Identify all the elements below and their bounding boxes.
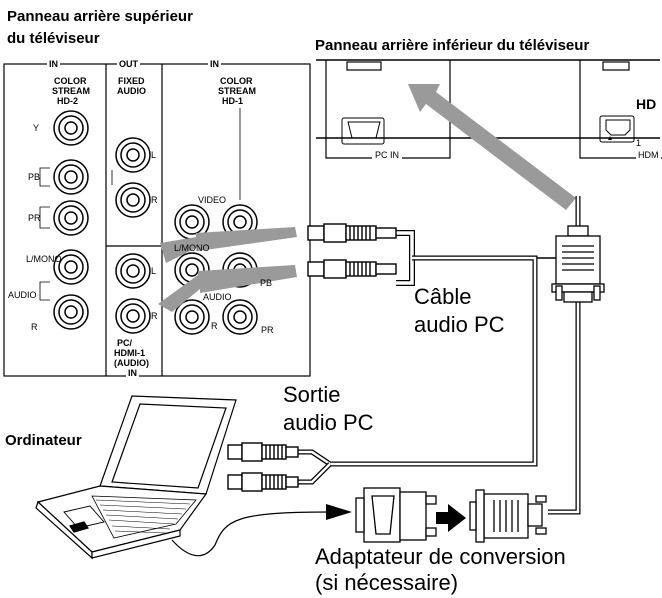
label-r-hd1: R [211,321,218,331]
label-pb: PB [28,172,41,182]
upper-panel-title-line1: Panneau arrière supérieur [7,8,193,25]
label-video: VIDEO [198,195,227,205]
hdmi-label: HDM [636,150,661,160]
conversion-adapter [355,487,437,543]
laptop-connection [171,511,331,557]
cs-hd1-l2: STREAM [218,86,256,96]
panel-in-right: IN [208,59,221,69]
cs-hd2-l1: COLOR [54,76,87,86]
label-fixed-l: L [151,150,157,160]
rca-jacks [53,110,258,335]
label-pr: PR [28,213,41,223]
jack-pr-hd2 [53,200,89,236]
jack-fixed-l [115,137,151,173]
audio-plugs-pc [227,442,299,492]
pc-hdmi-l2: HDMI-1 [114,348,145,358]
hdmi-port-number: 1 [636,138,642,148]
fixed-audio-l1: FIXED [118,76,145,86]
label-lmono: L/MONO [26,254,62,264]
cable-label-line2: audio PC [414,312,505,337]
jack-pc-l [115,253,151,289]
jack-lmono-hd2 [53,249,89,285]
label-pr-hd1: PR [261,325,274,335]
hdmi-logo: HD [636,96,657,112]
panel-brackets [39,108,241,301]
laptop [35,395,237,560]
cs-hd2-l3: HD-2 [57,96,79,106]
upper-panel-title-line2: du téléviseur [7,30,100,47]
arrow-to-adapter [326,504,352,520]
adapter-label-line1: Adaptateur de conversion [315,544,566,569]
pc-hdmi-l1: PC/ [117,338,133,348]
lower-panel-title: Panneau arrière inférieur du téléviseur [315,37,590,54]
jack-y [53,110,89,146]
vga-plug-vertical [551,225,605,303]
cs-hd2-l2: STREAM [52,86,90,96]
audio-out-label-line2: audio PC [283,410,374,435]
panel-in-left: IN [47,59,60,69]
audio-cable-tv [307,223,580,286]
label-pb-hd1: PB [260,278,273,288]
pc-in-label: PC IN [372,150,403,160]
label-lmono-hd1: L/MONO [174,243,210,253]
label-audio: AUDIO [8,290,37,300]
cable-label-line1: Câble [414,284,472,309]
computer-label: Ordinateur [5,432,82,449]
audio-out-label-line1: Sortie [283,382,341,407]
cs-hd1-l3: HD-1 [222,96,244,106]
arrow-adapter-to-vga [436,504,466,532]
pc-hdmi-l3: (AUDIO) [114,358,149,368]
label-r-hd2: R [31,322,38,332]
jack-r-hd1 [174,299,210,335]
jack-pc-r [115,298,151,334]
audio-cable-loop [296,255,538,485]
vga-plug-horizontal [469,489,547,543]
label-pc-r: R [151,311,158,321]
label-audio-hd1: AUDIO [203,292,232,302]
jack-fixed-r [115,182,151,218]
label-y: Y [33,123,40,133]
label-pc-l: L [151,266,157,276]
jack-r-hd2 [53,294,89,330]
fixed-audio-l2: AUDIO [117,86,146,96]
panel-out: OUT [117,59,140,69]
jack-pr-hd1 [222,299,258,335]
pc-hdmi-in: IN [126,368,139,378]
adapter-label-line2: (si nécessaire) [315,570,459,595]
upper-rear-panel [3,63,311,377]
insertion-arrows [158,84,576,312]
label-fixed-r: R [151,195,158,205]
jack-video [174,204,210,240]
jack-pb-hd2 [53,159,89,195]
cs-hd1-l1: COLOR [220,76,253,86]
